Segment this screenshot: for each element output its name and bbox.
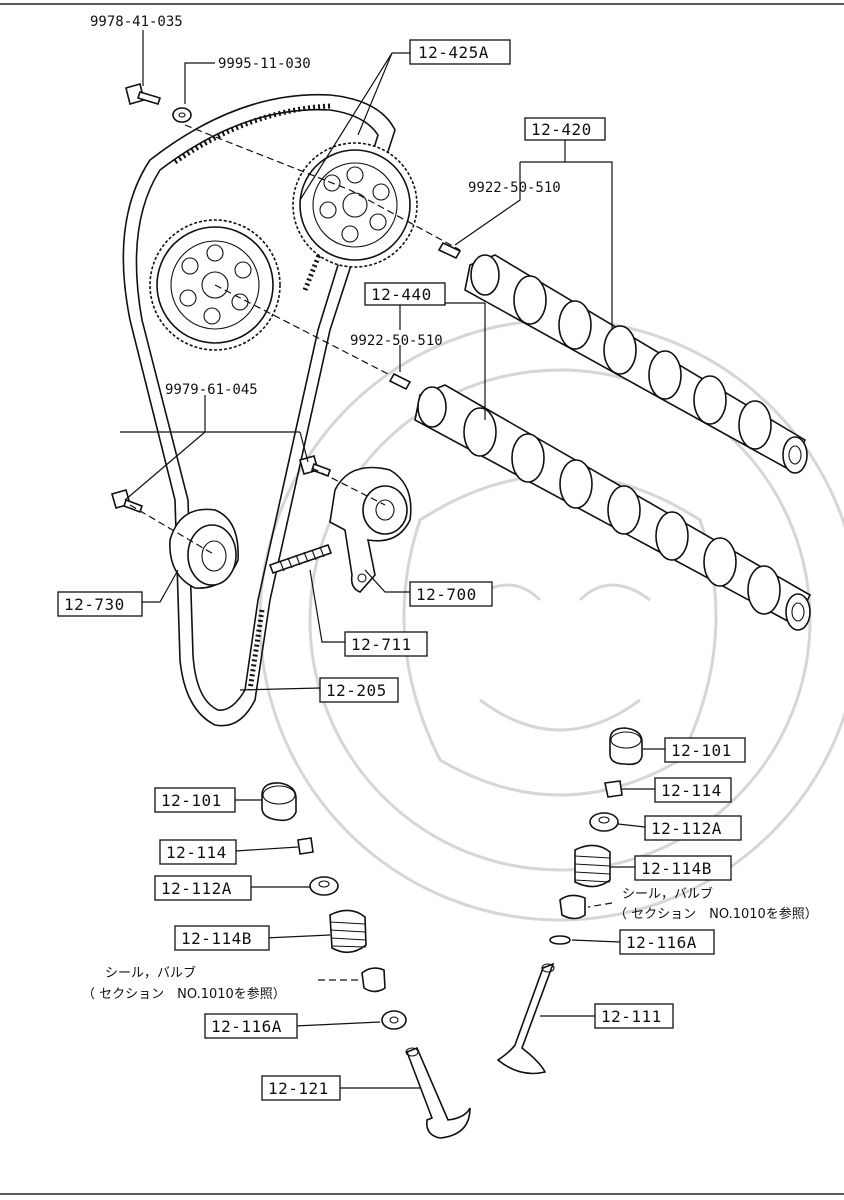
label-bolt-top: 9978-41-035 <box>90 14 183 30</box>
belt-tensioner <box>329 466 412 593</box>
valve-spring-left <box>329 909 367 954</box>
dowel-pin-lower <box>388 372 412 391</box>
dowel-pin-upper <box>437 241 462 260</box>
valve-shim-right <box>604 780 623 798</box>
spring-seat-upper-right <box>589 812 619 832</box>
label-right-12-116a: 12-116A <box>626 933 697 952</box>
label-right-12-111: 12-111 <box>601 1007 662 1026</box>
spring-seat-lower-left <box>381 1010 407 1030</box>
camshaft-lower <box>414 384 812 631</box>
label-washer-top: 9995-11-030 <box>218 56 311 72</box>
valve-shim-left <box>297 837 314 855</box>
tensioner-spring <box>268 543 333 575</box>
label-tensioner: 12-700 <box>416 585 477 604</box>
label-camshaft-lower: 12-440 <box>371 285 432 304</box>
label-left-seal-line2: （ セクション NO.1010を参照） <box>82 986 286 1002</box>
label-camshaft-upper: 12-420 <box>531 120 592 139</box>
spring-seat-upper-left <box>309 876 339 896</box>
label-left-12-114b: 12-114B <box>181 929 252 948</box>
label-right-seal-line1: シール，バルブ <box>622 886 713 902</box>
spring-seat-lower-right <box>549 935 571 945</box>
label-left-12-116a: 12-116A <box>211 1017 282 1036</box>
valve-lifter-right <box>609 727 643 766</box>
valve-lifter-left <box>261 782 297 822</box>
valve-left <box>405 1046 471 1139</box>
label-right-12-114: 12-114 <box>661 781 722 800</box>
valve-seal-left <box>361 967 386 993</box>
washer-top <box>172 107 192 123</box>
label-right-12-112a: 12-112A <box>651 819 722 838</box>
cam-pulley-upper <box>292 142 418 268</box>
valve-spring-right <box>574 844 611 888</box>
label-tensioner-spring: 12-711 <box>351 635 412 654</box>
label-bolt-tensioner: 9979-61-045 <box>165 382 258 398</box>
label-cam-pulley: 12-425A <box>418 43 489 62</box>
label-idler-pulley: 12-730 <box>64 595 125 614</box>
valve-seal-right <box>559 894 586 920</box>
bolt-tensioner-right <box>299 455 332 478</box>
label-left-12-101: 12-101 <box>161 791 222 810</box>
label-pin-lower: 9922-50-510 <box>350 333 443 349</box>
timing-belt <box>122 93 396 727</box>
bolt-tensioner-left <box>111 489 144 514</box>
label-right-seal-line2: （ セクション NO.1010を参照） <box>614 906 818 922</box>
label-right-12-114b: 12-114B <box>641 859 712 878</box>
idler-pulley <box>169 508 239 589</box>
label-left-12-112a: 12-112A <box>161 879 232 898</box>
label-left-seal-line1: シール，バルブ <box>105 965 196 981</box>
label-left-12-114: 12-114 <box>166 843 227 862</box>
label-left-12-121: 12-121 <box>268 1079 329 1098</box>
camshaft-upper <box>464 254 808 474</box>
bolt-top <box>125 83 162 105</box>
label-timing-belt: 12-205 <box>326 681 387 700</box>
label-right-12-101: 12-101 <box>671 741 732 760</box>
label-pin-upper: 9922-50-510 <box>468 180 561 196</box>
valve-right <box>496 962 555 1075</box>
leader-lines <box>120 30 665 1089</box>
